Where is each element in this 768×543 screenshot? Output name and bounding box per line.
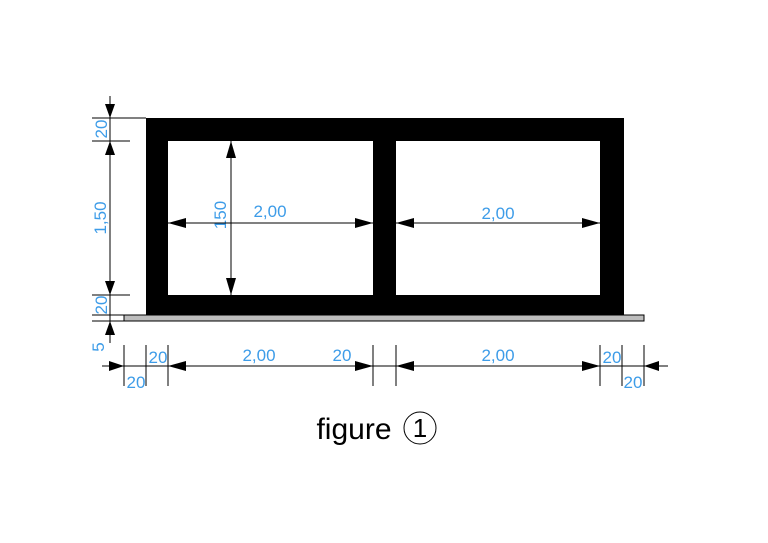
- dim-middle-wall: 20: [333, 346, 352, 365]
- dim-cell-right-width: 2,00: [481, 204, 514, 223]
- dim-bottom-cell-left: 2,00: [242, 346, 275, 365]
- dim-bottom-cell-right: 2,00: [481, 346, 514, 365]
- culvert-structure: [123, 118, 645, 322]
- left-cell: [168, 141, 373, 295]
- caption-text: figure: [316, 413, 391, 446]
- arrow-head: [105, 321, 115, 335]
- dim-top-slab: 20: [92, 120, 111, 139]
- base-slab: [123, 314, 645, 322]
- arrow-head: [355, 218, 373, 228]
- figure-caption: figure 1: [316, 411, 437, 446]
- arrow-head: [396, 218, 414, 228]
- inner-width-dimensions: [168, 218, 600, 228]
- arrow-head: [105, 141, 115, 155]
- bottom-horizontal-dimension: [102, 345, 668, 386]
- arrow-head: [396, 361, 414, 371]
- caption-number-circle: [403, 411, 437, 445]
- dim-base-layer: 5: [89, 342, 108, 351]
- arrow-head: [582, 218, 600, 228]
- arrow-head: [105, 104, 115, 118]
- right-cell: [396, 141, 600, 295]
- dim-cell-left-width: 2,00: [253, 202, 286, 221]
- arrow-head: [582, 361, 600, 371]
- arrow-head: [226, 141, 236, 158]
- dim-outer-right-offset: 20: [624, 373, 643, 392]
- arrow-head: [226, 278, 236, 295]
- dim-left-wall: 20: [149, 348, 168, 367]
- left-vertical-dimension: [92, 96, 146, 343]
- dim-inner-height: 150: [211, 201, 230, 229]
- arrow-head: [168, 361, 186, 371]
- dim-right-wall: 20: [603, 348, 622, 367]
- arrow-head: [109, 361, 124, 371]
- dim-wall-height: 1,50: [91, 201, 110, 234]
- arrow-head: [355, 361, 373, 371]
- arrow-head: [168, 218, 186, 228]
- dim-outer-left-offset: 20: [127, 373, 146, 392]
- arrow-head: [105, 281, 115, 295]
- caption-number: 1: [413, 413, 427, 443]
- arrow-head: [644, 361, 659, 371]
- inner-height-dimension: [226, 141, 236, 295]
- dim-bottom-slab: 20: [92, 296, 111, 315]
